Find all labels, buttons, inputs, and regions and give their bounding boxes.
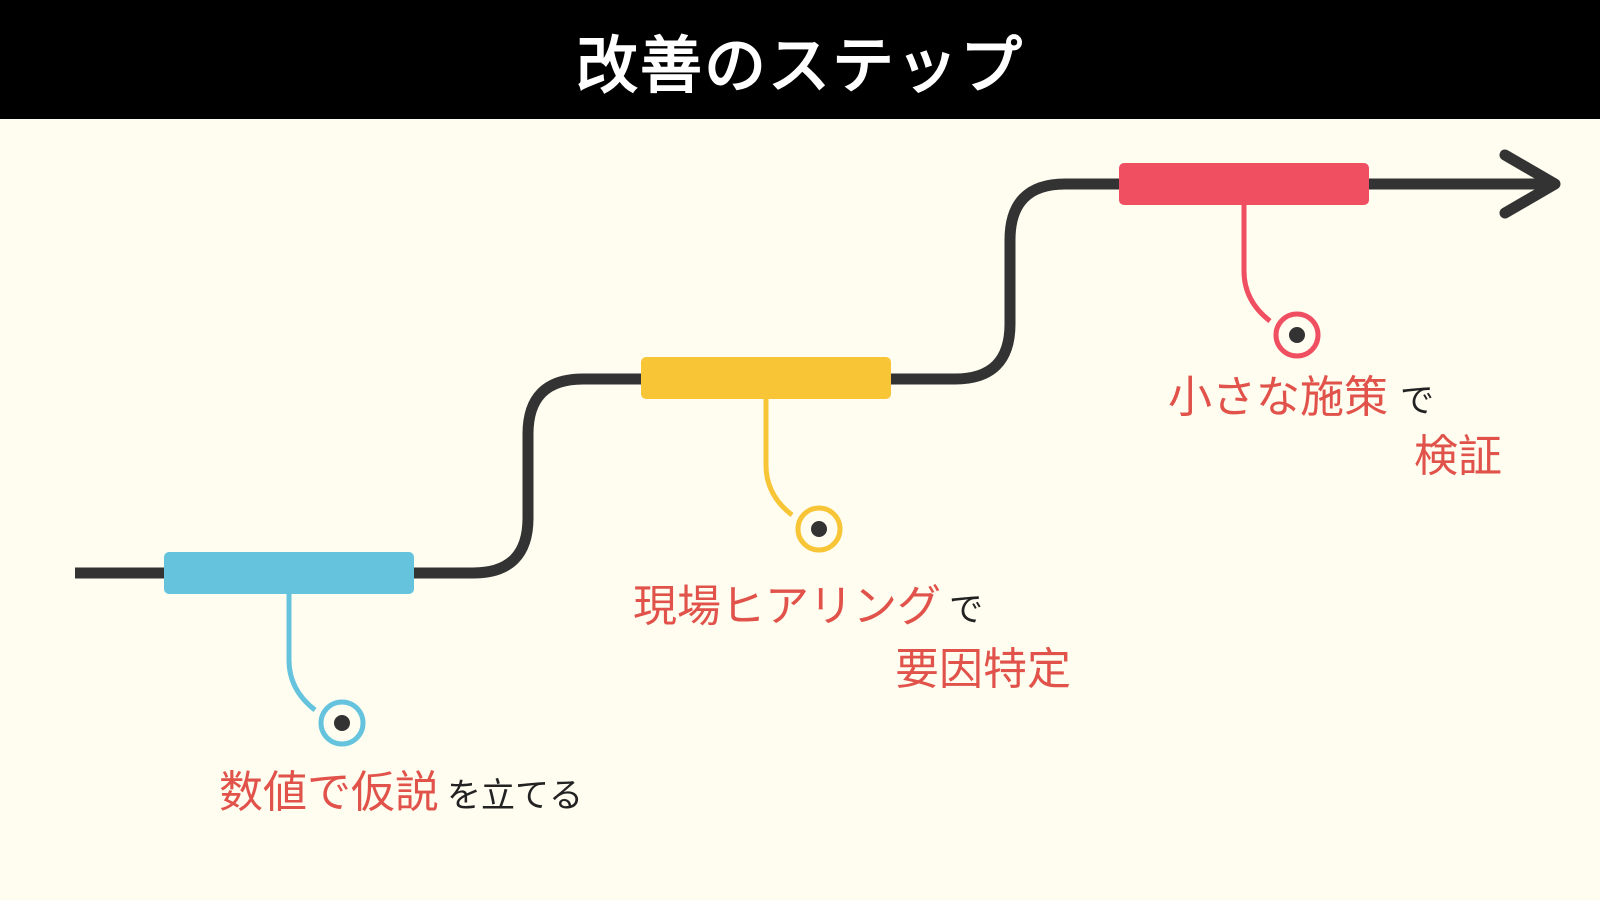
step-2-bar <box>641 357 891 399</box>
header-bar: 改善のステップ <box>0 0 1600 119</box>
stair-path <box>75 178 1555 579</box>
step-2-main: 現場ヒアリング <box>633 581 941 632</box>
step-3-label: 小さな施策で <box>1168 376 1434 420</box>
step-3-connector <box>1241 205 1272 323</box>
step-1-label: 数値で仮説を立てる <box>219 771 583 815</box>
step-2-connector <box>763 399 794 517</box>
step-2-line2: 要因特定 <box>895 644 1071 695</box>
step-1-connector <box>286 594 317 712</box>
step-1-marker-dot <box>334 715 350 731</box>
step-1-suffix: を立てる <box>447 776 583 816</box>
step-1-main: 数値で仮説 <box>219 767 439 818</box>
step-2-marker-dot <box>811 521 827 537</box>
step-3-suffix: で <box>1400 381 1434 421</box>
page-title: 改善のステップ <box>575 28 1024 102</box>
step-1-bar <box>164 552 414 594</box>
step-3-line2: 検証 <box>1414 431 1502 482</box>
step-2-label: 現場ヒアリングで <box>633 585 983 629</box>
arrow-head-icon <box>1499 149 1561 219</box>
step-3-main: 小さな施策 <box>1168 372 1388 423</box>
step-3-bar <box>1119 163 1369 205</box>
step-3-marker-dot <box>1289 327 1305 343</box>
step-2-suffix: で <box>949 590 983 630</box>
